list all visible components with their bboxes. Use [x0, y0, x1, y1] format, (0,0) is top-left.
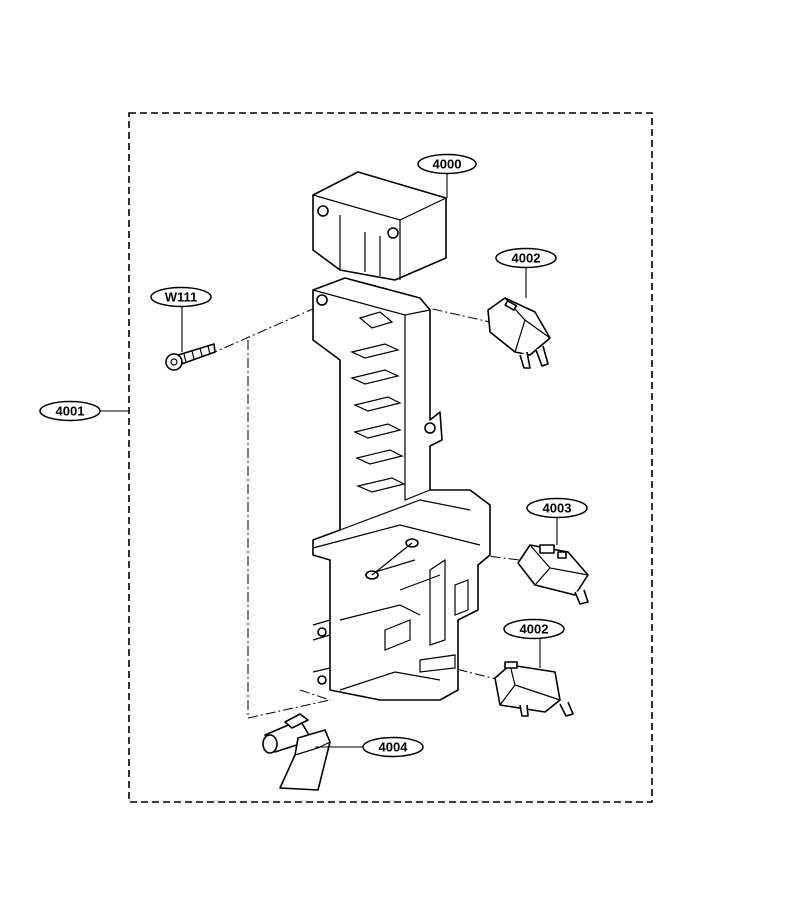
callout-4002-upper: 4002 [495, 247, 557, 269]
assembly-guide-lines [207, 304, 521, 719]
callout-w111: W111 [150, 286, 212, 308]
callout-4001-label: 4001 [56, 404, 85, 419]
latch-board-bracket [312, 171, 491, 701]
switch-4002-upper [487, 297, 551, 369]
callout-4003-label: 4003 [543, 501, 572, 516]
switch-4003 [517, 544, 589, 605]
callout-4000-label: 4000 [433, 157, 462, 172]
callout-4002-lower: 4002 [503, 618, 565, 640]
assembly-frame [128, 112, 653, 803]
screw-w111 [165, 343, 216, 371]
switch-4002-lower [494, 661, 574, 717]
callout-4003: 4003 [526, 497, 588, 519]
callout-4004: 4004 [362, 736, 424, 758]
lever-4004 [262, 713, 331, 791]
callout-w111-label: W111 [165, 290, 198, 305]
callout-4000: 4000 [417, 153, 477, 175]
callout-4004-label: 4004 [379, 740, 409, 755]
callout-leaders [100, 172, 558, 748]
callout-4002-upper-label: 4002 [512, 251, 541, 266]
callout-4002-lower-label: 4002 [520, 622, 549, 637]
callout-4001: 4001 [39, 400, 101, 422]
